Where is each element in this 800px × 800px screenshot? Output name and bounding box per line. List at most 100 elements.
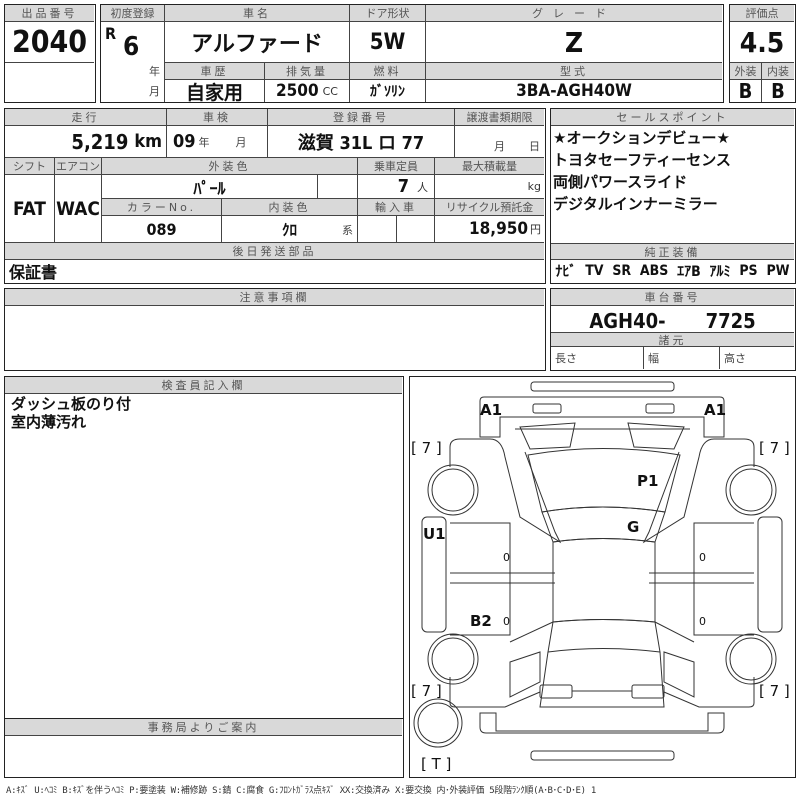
transfer-label: 譲渡書類期限 bbox=[455, 109, 544, 126]
equipment-item: ｱﾙﾐ bbox=[709, 264, 731, 280]
mileage-label: 走行 bbox=[5, 109, 167, 126]
mark-left-door: U1 bbox=[423, 525, 446, 543]
equipment-label: 純正装備 bbox=[551, 243, 794, 260]
era: R bbox=[105, 24, 117, 43]
door-label: ドア形状 bbox=[350, 5, 426, 22]
recycle-value: 18,950 円 bbox=[435, 216, 544, 243]
equipment-item: PS bbox=[739, 263, 758, 279]
car-outline-icon bbox=[413, 381, 783, 761]
aircon-label: エアコン bbox=[55, 158, 102, 175]
sales-point: ★オークションデビュー★ bbox=[553, 129, 730, 147]
sales-point: デジタルインナーミラー bbox=[553, 195, 718, 213]
grade-label: グレード bbox=[426, 5, 722, 22]
later-parts-value: 保証書 bbox=[9, 263, 58, 282]
mileage-value: 5,219 km bbox=[5, 126, 167, 158]
imported-value-b bbox=[397, 216, 435, 243]
spec-height: 高さ bbox=[724, 352, 746, 365]
equipment-item: ｴｱB bbox=[677, 264, 701, 280]
recycle-label: リサイクル預託金 bbox=[435, 199, 544, 216]
tire-rl: [ 7 ] bbox=[411, 682, 442, 700]
car-name-value: アルファード bbox=[165, 22, 350, 63]
shift-label: シフト bbox=[5, 158, 55, 175]
transfer-value: 月 日 bbox=[455, 126, 544, 158]
equipment-item: SR bbox=[612, 263, 632, 279]
mark-windshield: G bbox=[627, 518, 640, 536]
reg-no-value: 滋賀 31L ロ 77 bbox=[268, 126, 455, 158]
spec-width: 幅 bbox=[644, 347, 720, 369]
score-value: 4.5 bbox=[730, 22, 794, 63]
car-diagram: A1 A1 P1 G U1 B2 [ 7 ] [ 7 ] [ 7 ] [ 7 ]… bbox=[409, 376, 796, 778]
model-label: 型式 bbox=[426, 63, 722, 80]
capacity-value: 7 人 bbox=[358, 175, 435, 199]
exterior-score: B bbox=[730, 80, 762, 102]
door-value: 5W bbox=[350, 22, 426, 63]
zero-rl: 0 bbox=[503, 615, 510, 628]
vehicle-info-box: 初度登録 R 6 年 月 車名 アルファード ドア形状 5W グレード Z 車歴… bbox=[100, 4, 724, 103]
equipment-item: ABS bbox=[639, 263, 669, 279]
lot-label: 出品番号 bbox=[5, 5, 94, 22]
office-box: 事務局よりご案内 bbox=[4, 718, 404, 778]
lot-box: 出品番号 2040 bbox=[4, 4, 96, 103]
first-reg-label: 初度登録 bbox=[101, 5, 165, 22]
color-no-value: 089 bbox=[102, 216, 222, 243]
year-unit: 年 bbox=[149, 65, 160, 78]
notes-label: 注意事項欄 bbox=[5, 289, 544, 306]
color-no-label: カラーNo. bbox=[102, 199, 222, 216]
ext-color-extra bbox=[318, 175, 358, 199]
sales-point: 両側パワースライド bbox=[553, 173, 688, 191]
tire-fr: [ 7 ] bbox=[759, 439, 790, 457]
equipment-item: TV bbox=[585, 263, 604, 279]
later-parts-label: 後日発送部品 bbox=[5, 243, 544, 260]
car-name-label: 車名 bbox=[165, 5, 350, 22]
reg-month: 月 bbox=[101, 80, 165, 102]
tire-rr: [ 7 ] bbox=[759, 682, 790, 700]
score-label: 評価点 bbox=[730, 5, 794, 22]
capacity-label: 乗車定員 bbox=[358, 158, 435, 175]
lot-value: 2040 bbox=[5, 22, 94, 63]
score-box: 評価点 4.5 外装 内装 B B bbox=[729, 4, 796, 103]
mark-front-right: A1 bbox=[704, 401, 727, 419]
inspector-label: 検査員記入欄 bbox=[5, 377, 402, 394]
zero-fr: 0 bbox=[699, 551, 706, 564]
history-label: 車歴 bbox=[165, 63, 265, 80]
equipment-item: ﾅﾋﾞ bbox=[555, 264, 577, 280]
mark-hood: P1 bbox=[637, 472, 659, 490]
displacement-value: 2500 CC bbox=[265, 80, 350, 102]
inspector-notes: ダッシュ板のり付 室内薄汚れ bbox=[9, 395, 131, 431]
sales-point: トヨタセーフティーセンス bbox=[553, 151, 731, 169]
sales-points-list: ★オークションデビュー★ トヨタセーフティーセンス 両側パワースライド デジタル… bbox=[551, 127, 794, 243]
max-load-label: 最大積載量 bbox=[435, 158, 544, 175]
chassis-value: AGH40- 7725 bbox=[551, 306, 794, 333]
mark-left-rear: B2 bbox=[470, 612, 492, 630]
sales-points-label: セールスポイント bbox=[551, 109, 794, 126]
notes-box: 注意事項欄 bbox=[4, 288, 546, 371]
mark-front-left: A1 bbox=[480, 401, 503, 419]
fuel-value: ｶﾞｿﾘﾝ bbox=[350, 80, 426, 102]
int-color-label: 内装色 bbox=[222, 199, 358, 216]
model-value: 3BA-AGH40W bbox=[516, 81, 632, 101]
ext-color-label: 外装色 bbox=[102, 158, 358, 175]
reg-no-label: 登録番号 bbox=[268, 109, 455, 126]
aircon-value: WAC bbox=[55, 175, 102, 243]
int-color-value: ｸﾛ 系 bbox=[222, 216, 358, 243]
imported-value-a bbox=[358, 216, 397, 243]
chassis-label: 車台番号 bbox=[551, 289, 794, 306]
inspector-note: 室内薄汚れ bbox=[11, 413, 87, 431]
fuel-label: 燃料 bbox=[350, 63, 426, 80]
ext-color-value: ﾊﾟｰﾙ bbox=[102, 175, 318, 199]
zero-rr: 0 bbox=[699, 615, 706, 628]
specs-label: 諸元 bbox=[551, 333, 794, 347]
history-value: 自家用 bbox=[165, 80, 265, 102]
grade-value: Z bbox=[426, 22, 722, 63]
exterior-label: 外装 bbox=[730, 63, 762, 80]
max-load-value: kg bbox=[435, 175, 544, 199]
imported-label: 輸入車 bbox=[358, 199, 435, 216]
interior-label: 内装 bbox=[762, 63, 794, 80]
reg-year: 6 bbox=[123, 32, 140, 62]
first-reg-value: R 6 年 bbox=[101, 22, 165, 80]
chassis-box: 車台番号 AGH40- 7725 諸元 長さ 幅 高さ bbox=[550, 288, 796, 371]
inspection-label: 車検 bbox=[167, 109, 268, 126]
displacement-label: 排気量 bbox=[265, 63, 350, 80]
details-box: 走行 5,219 km 車検 09 年 月 登録番号 滋賀 31L ロ 77 譲… bbox=[4, 108, 546, 284]
sales-points-box: セールスポイント ★オークションデビュー★ トヨタセーフティーセンス 両側パワー… bbox=[550, 108, 796, 284]
